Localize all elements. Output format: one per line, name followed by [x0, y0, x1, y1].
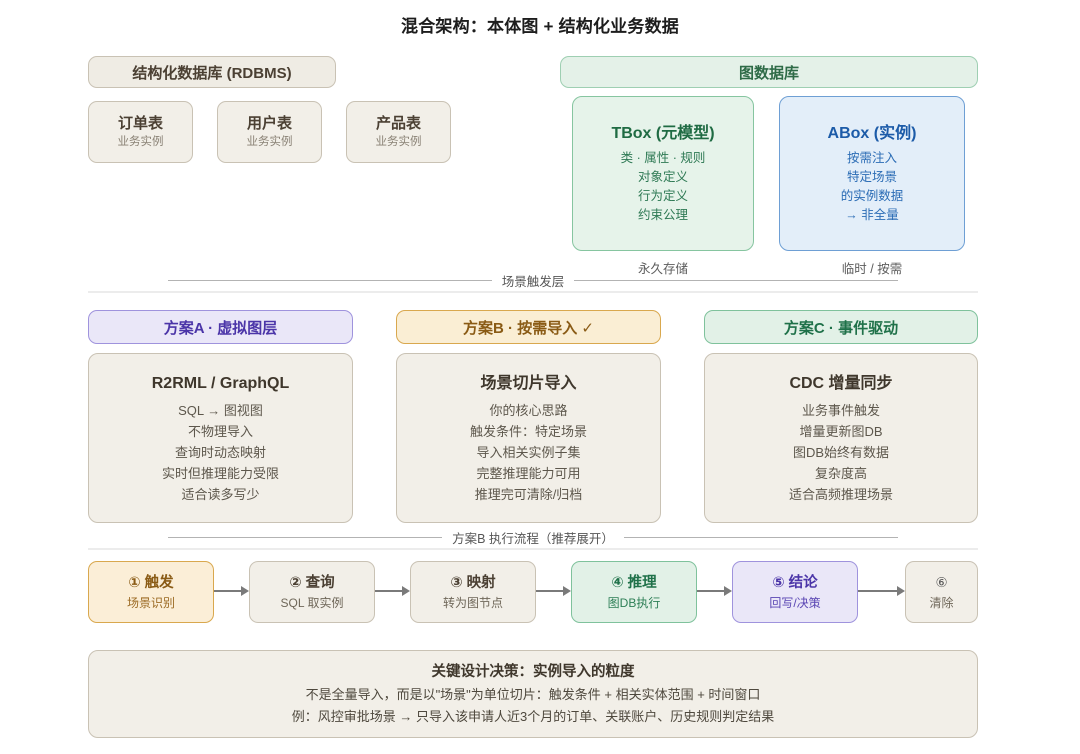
tbox-card: TBox (元模型) 类 · 属性 · 规则 对象定义 行为定义 约束公理 — [572, 96, 754, 251]
graphdb-group-header: 图数据库 — [560, 56, 978, 88]
arrow-head — [897, 586, 905, 596]
step-label: ④ 推理 — [611, 574, 657, 591]
key-decision-line: 不是全量导入，而是以"场景"为单位切片：触发条件 + 相关实体范围 + 时间窗口 — [305, 687, 761, 702]
option-a-card: R2RML / GraphQL SQL → 图视图 不物理导入 查询时动态映射 … — [88, 353, 353, 523]
option-title: 场景切片导入 — [480, 374, 577, 392]
flow-step-3: ③ 映射 转为图节点 — [410, 561, 536, 623]
step-label: ⑤ 结论 — [772, 574, 818, 591]
step-label: ② 查询 — [289, 574, 335, 591]
option-line: 图DB始终有数据 — [792, 444, 890, 460]
step-sub: 场景识别 — [126, 595, 175, 610]
option-title: R2RML / GraphQL — [151, 374, 290, 392]
table-sub: 业务实例 — [246, 136, 293, 148]
step-label: ① 触发 — [128, 574, 174, 591]
divider-label: 场景触发层 — [501, 274, 565, 289]
step-sub: 清除 — [929, 595, 954, 610]
arrow-line — [214, 590, 242, 592]
page-title: 混合架构：本体图 + 结构化业务数据 — [401, 17, 679, 36]
option-line: 增量更新图DB — [799, 423, 883, 439]
flow-step-6: ⑥ 清除 — [905, 561, 978, 623]
arrow-head — [563, 586, 571, 596]
divider-rule-right — [574, 279, 899, 281]
arrow-head — [241, 586, 249, 596]
abox-line: 的实例数据 — [840, 189, 904, 203]
arrow-head — [724, 586, 732, 596]
divider-rule-left — [168, 279, 492, 281]
section-separator-bar — [88, 548, 978, 550]
option-line: 不物理导入 — [187, 423, 253, 439]
flow-step-2: ② 查询 SQL 取实例 — [249, 561, 375, 623]
tbox-title: TBox (元模型) — [611, 125, 715, 142]
flow-step-4: ④ 推理 图DB执行 — [571, 561, 697, 623]
divider-label: 方案B 执行流程（推荐展开） — [452, 531, 614, 546]
option-line: SQL → 图视图 — [178, 402, 263, 418]
option-line: 你的核心思路 — [489, 402, 568, 418]
option-line: 触发条件：特定场景 — [469, 423, 587, 439]
flow-arrow-icon — [697, 585, 732, 597]
abox-card: ABox (实例) 按需注入 特定场景 的实例数据 → 非全量 — [779, 96, 965, 251]
flow-step-5: ⑤ 结论 回写/决策 — [732, 561, 858, 623]
option-line: 适合高频推理场景 — [788, 486, 893, 502]
abox-line: → 非全量 — [845, 208, 899, 222]
divider-rule-left — [168, 536, 443, 538]
rdbms-table-card: 产品表 业务实例 — [346, 101, 451, 163]
step-sub: 转为图节点 — [442, 595, 503, 610]
abox-line: 按需注入 — [846, 151, 897, 165]
flow-arrow-icon — [536, 585, 571, 597]
key-decision-card: 关键设计决策：实例导入的粒度 不是全量导入，而是以"场景"为单位切片：触发条件 … — [88, 650, 978, 738]
step-label: ⑥ — [935, 574, 948, 590]
tbox-line: 约束公理 — [637, 208, 688, 222]
option-a-header: 方案A · 虚拟图层 — [88, 310, 353, 344]
arrow-head — [402, 586, 410, 596]
abox-title: ABox (实例) — [827, 125, 917, 142]
tbox-line: 对象定义 — [637, 170, 688, 184]
key-decision-line: 例：风控审批场景 → 只导入该申请人近3个月的订单、关联账户、历史规则判定结果 — [291, 709, 775, 724]
arrow-line — [858, 590, 898, 592]
flow-step-1: ① 触发 场景识别 — [88, 561, 214, 623]
step-sub: 图DB执行 — [607, 595, 661, 610]
option-line: 完整推理能力可用 — [476, 465, 581, 481]
abox-caption: 临时 / 按需 — [841, 262, 903, 276]
option-line: 查询时动态映射 — [174, 444, 266, 460]
tbox-line: 类 · 属性 · 规则 — [620, 151, 706, 165]
arrow-line — [375, 590, 403, 592]
option-line: 适合读多写少 — [181, 486, 260, 502]
rdbms-table-card: 用户表 业务实例 — [217, 101, 322, 163]
option-line: 复杂度高 — [814, 465, 867, 481]
abox-line: 特定场景 — [846, 170, 897, 184]
arrow-line — [536, 590, 564, 592]
option-c-header: 方案C · 事件驱动 — [704, 310, 978, 344]
table-name: 产品表 — [375, 115, 421, 132]
option-line: 业务事件触发 — [801, 402, 880, 418]
table-name: 用户表 — [246, 115, 292, 132]
flow-arrow-icon — [214, 585, 249, 597]
step-label: ③ 映射 — [450, 574, 496, 591]
option-b-header: 方案B · 按需导入 ✓ — [396, 310, 661, 344]
option-c-card: CDC 增量同步 业务事件触发 增量更新图DB 图DB始终有数据 复杂度高 适合… — [704, 353, 978, 523]
section-divider-trigger-layer: 场景触发层 — [88, 271, 978, 289]
flow-arrow-icon — [858, 585, 905, 597]
section-divider-planb-flow: 方案B 执行流程（推荐展开） — [88, 528, 978, 546]
flow-diagram: ① 触发 场景识别 ② 查询 SQL 取实例 ③ 映射 转为图节点 ④ 推理 图… — [88, 561, 978, 623]
tbox-line: 行为定义 — [637, 189, 688, 203]
step-sub: SQL 取实例 — [280, 595, 344, 610]
option-line: 实时但推理能力受限 — [161, 465, 279, 481]
table-sub: 业务实例 — [375, 136, 422, 148]
rdbms-table-card: 订单表 业务实例 — [88, 101, 193, 163]
key-decision-title: 关键设计决策：实例导入的粒度 — [431, 664, 635, 680]
option-line: 导入相关实例子集 — [476, 444, 581, 460]
option-line: 推理完可清除/归档 — [474, 486, 583, 502]
flow-arrow-icon — [375, 585, 410, 597]
rdbms-group-header: 结构化数据库 (RDBMS) — [88, 56, 336, 88]
table-sub: 业务实例 — [117, 136, 164, 148]
step-sub: 回写/决策 — [769, 595, 821, 610]
divider-rule-right — [623, 536, 898, 538]
option-b-card: 场景切片导入 你的核心思路 触发条件：特定场景 导入相关实例子集 完整推理能力可… — [396, 353, 661, 523]
section-separator-bar — [88, 291, 978, 293]
tbox-caption: 永久存储 — [637, 262, 688, 276]
arrow-line — [697, 590, 725, 592]
table-name: 订单表 — [117, 115, 163, 132]
option-title: CDC 增量同步 — [789, 374, 893, 392]
